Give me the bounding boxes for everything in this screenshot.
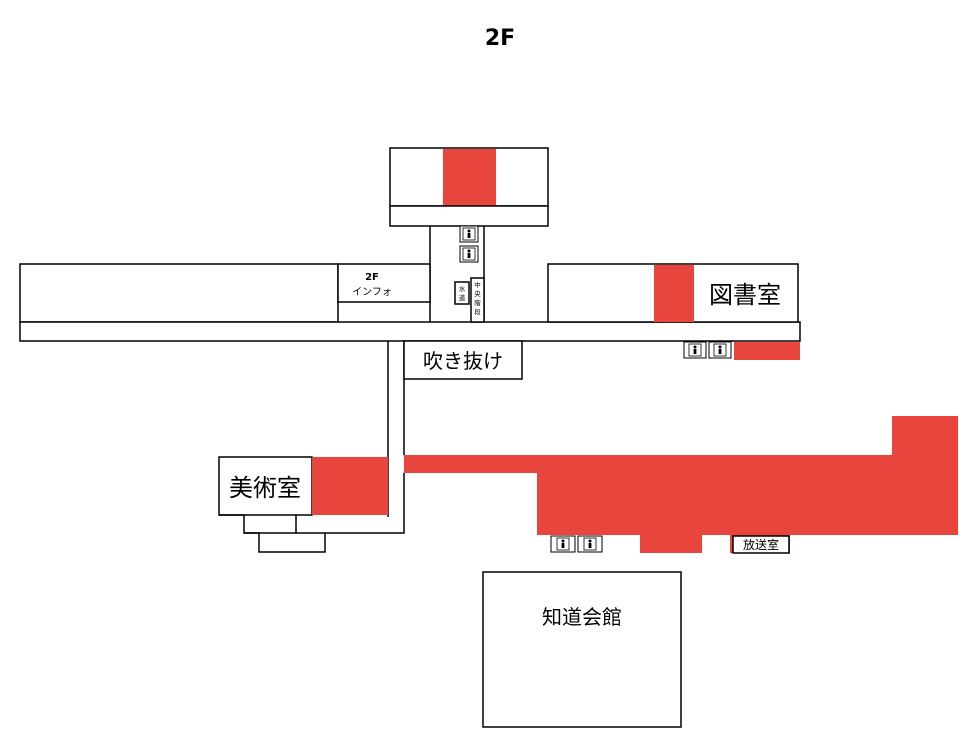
south-east-wing: 放送室 (404, 416, 958, 554)
broadcast-room-label: 放送室 (743, 537, 779, 552)
restroom-group-central (459, 225, 479, 263)
svg-text:段: 段 (474, 307, 481, 316)
svg-text:階: 階 (474, 298, 481, 307)
atrium-label: 吹き抜け (423, 349, 503, 373)
svg-text:水: 水 (459, 284, 466, 293)
highlight-zone-art-room (312, 457, 388, 515)
svg-text:央: 央 (474, 289, 481, 298)
art-room: 美術室 (218, 456, 405, 553)
svg-text:道: 道 (459, 293, 466, 302)
restroom-group-east (683, 341, 732, 359)
west-wing: 2F インフォ (19, 263, 801, 342)
floor-title: 2F (485, 26, 515, 51)
highlight-zone-east-corridor (734, 342, 800, 360)
info-point-label: 2F (365, 272, 379, 283)
svg-text:中: 中 (474, 280, 481, 289)
water-fountain (454, 281, 470, 305)
central-stairs: 水 道 中 央 階 段 (454, 277, 485, 323)
atrium: 吹き抜け (387, 340, 523, 517)
highlight-zone-south-east (404, 416, 958, 553)
restroom-icon[interactable] (459, 245, 479, 263)
restroom-icon[interactable] (708, 341, 732, 359)
chido-hall: 知道会館 (482, 571, 682, 728)
east-wing: 図書室 (547, 263, 800, 360)
highlight-zone-library (654, 265, 694, 322)
restroom-icon[interactable] (459, 225, 479, 243)
chido-hall-label: 知道会館 (542, 605, 622, 629)
north-block (389, 147, 549, 322)
restroom-icon[interactable] (577, 535, 603, 553)
restroom-icon[interactable] (683, 341, 707, 359)
info-point[interactable] (337, 263, 431, 303)
info-point-sublabel: インフォ (352, 287, 392, 298)
chido-hall-box[interactable] (482, 571, 682, 728)
art-room-label: 美術室 (229, 474, 301, 502)
central-stairs-box[interactable] (470, 277, 485, 323)
highlight-zone-north (443, 149, 496, 206)
library-label[interactable]: 図書室 (709, 281, 781, 309)
restroom-icon[interactable] (550, 535, 576, 553)
restroom-group-south (550, 535, 603, 553)
broadcast-room-box[interactable] (732, 535, 790, 554)
atrium-box[interactable] (403, 340, 523, 380)
